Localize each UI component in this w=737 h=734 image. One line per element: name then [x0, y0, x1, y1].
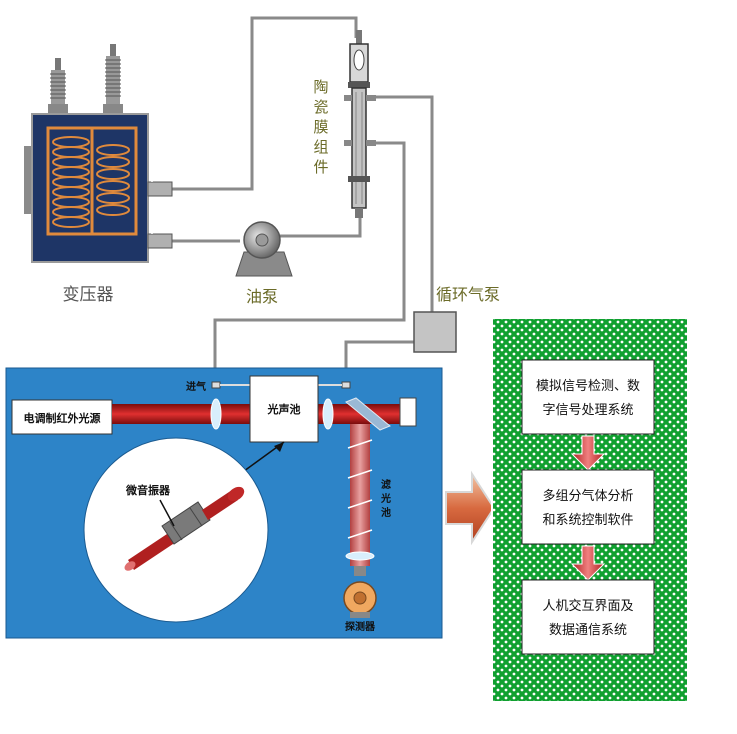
- transformer-coil-right: [96, 144, 130, 216]
- system-box-line: 模拟信号检测、数: [536, 379, 640, 394]
- ceramic-membrane-component: [344, 30, 376, 218]
- detector-label: 探测器: [345, 620, 376, 633]
- system-box-line: 人机交互界面及: [542, 598, 633, 614]
- arrow-down-2: [570, 545, 606, 581]
- circulation-pump-box: [413, 311, 457, 353]
- ceramic-membrane-label-char: 件: [313, 158, 328, 176]
- inlet-label: 进气: [186, 380, 206, 393]
- circulation-pump-label: 循环气泵: [436, 285, 500, 304]
- ceramic-membrane-label-char: 瓷: [313, 98, 328, 116]
- lens-2: [322, 398, 334, 430]
- ceramic-membrane-label-char: 组: [313, 138, 328, 156]
- pipe-membrane-return: [213, 141, 406, 384]
- system-box-gas-analysis: 多组分气体分析 和系统控制软件: [521, 469, 655, 545]
- filter-cell-plates: [347, 439, 373, 539]
- transformer: 变压器: [24, 44, 173, 305]
- microphone-label: 微音振器: [125, 483, 171, 497]
- pipe-pump-to-membrane: [280, 214, 362, 238]
- beam-stop: [399, 397, 417, 427]
- optical-panel: 电调制红外光源 进气 光声池 滤 光 池: [5, 367, 443, 639]
- lens-3: [345, 551, 375, 561]
- oil-pump: 油泵: [235, 221, 293, 306]
- photoacoustic-cell: [249, 375, 319, 443]
- transformer-bushing-right: [103, 44, 123, 114]
- transformer-side-bar: [24, 146, 32, 214]
- transformer-valve-top: [147, 172, 173, 197]
- transformer-coil-left: [52, 136, 90, 228]
- big-arrow-to-system: [445, 470, 496, 546]
- transformer-valve-bottom: [147, 224, 173, 249]
- system-box-line: 字信号处理系统: [542, 403, 633, 418]
- ir-source-box: [11, 399, 113, 435]
- ir-source-label: 电调制红外光源: [24, 411, 101, 425]
- filter-label-char: 光: [380, 492, 391, 505]
- ceramic-membrane-label: 陶 瓷 膜 组 件: [313, 78, 328, 176]
- system-box-line: 和系统控制软件: [542, 513, 633, 528]
- system-box-signal-processing: 模拟信号检测、数 字信号处理系统: [521, 359, 655, 435]
- system-box-hmi: 人机交互界面及 数据通信系统: [521, 579, 655, 655]
- arrow-down-1: [570, 435, 606, 471]
- filtered-beam: [350, 424, 370, 566]
- filter-label-char: 滤: [381, 478, 391, 491]
- pipe-transformer-top-to-membrane: [168, 16, 358, 191]
- system-box-line: 数据通信系统: [549, 623, 627, 638]
- pipe-membrane-to-circulation-pump: [376, 95, 434, 318]
- pipe-network: [168, 16, 434, 384]
- ceramic-membrane-label-char: 膜: [313, 118, 328, 136]
- lens-1: [210, 398, 222, 430]
- ceramic-membrane-label-char: 陶: [313, 78, 328, 96]
- beam-splitter: [345, 397, 391, 431]
- filter-label: 滤 光 池: [380, 478, 391, 519]
- microphone-tube: [124, 486, 245, 571]
- transformer-label: 变压器: [63, 285, 114, 305]
- oil-pump-label: 油泵: [246, 287, 278, 306]
- circulation-pump: 循环气泵: [413, 285, 500, 353]
- transformer-bushing-left: [48, 58, 68, 114]
- system-panel: 模拟信号检测、数 字信号处理系统 多组分气体分析 和系统控制软件 人机交互界面及…: [491, 317, 689, 703]
- filter-label-char: 池: [381, 506, 391, 519]
- system-box-line: 多组分气体分析: [542, 488, 633, 504]
- photoacoustic-cell-label: 光声池: [267, 402, 301, 416]
